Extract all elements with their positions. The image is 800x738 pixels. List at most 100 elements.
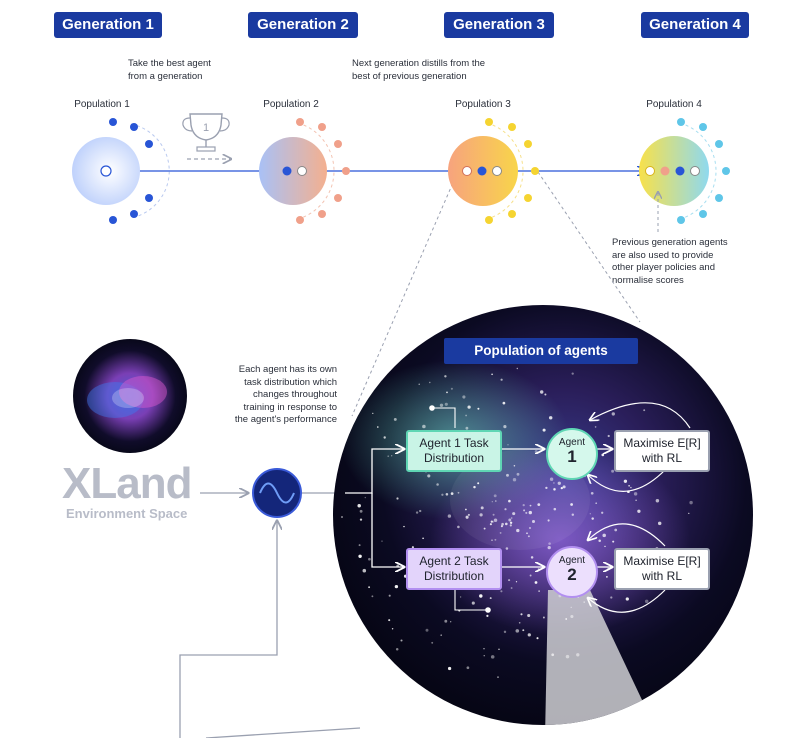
particle-speck: [483, 527, 486, 530]
particle-speck: [562, 485, 566, 489]
particle-speck: [589, 513, 591, 515]
particle-speck: [394, 584, 399, 589]
particle-speck: [364, 496, 366, 499]
particle-speck: [436, 483, 439, 486]
particle-speck: [548, 416, 553, 420]
particle-speck: [544, 393, 547, 396]
agent-1-node: Agent 1: [546, 428, 598, 480]
particle-speck: [536, 637, 539, 640]
particle-speck: [450, 621, 452, 623]
particle-speck: [505, 547, 509, 550]
rl1-loop-bottom: [588, 469, 666, 492]
particle-speck: [508, 499, 511, 503]
particle-speck: [491, 373, 493, 376]
particle-speck: [518, 622, 521, 624]
particle-speck: [637, 509, 641, 513]
particle-speck: [489, 523, 492, 526]
particle-speck: [480, 506, 484, 510]
particle-speck: [503, 630, 507, 634]
particle-speck: [542, 428, 546, 432]
task1-feedback: [432, 407, 456, 428]
particle-speck: [528, 510, 532, 515]
particle-speck: [607, 434, 610, 438]
particle-speck: [538, 590, 540, 592]
particle-speck: [594, 426, 597, 428]
particle-speck: [527, 613, 531, 618]
particle-speck: [479, 594, 483, 598]
particle-speck: [479, 513, 483, 517]
particle-speck: [529, 574, 532, 577]
particle-speck: [689, 500, 693, 505]
particle-speck: [522, 629, 525, 632]
agent-2-task-distribution-box: Agent 2 Task Distribution: [406, 548, 502, 590]
particle-speck: [503, 425, 507, 429]
particle-speck: [418, 383, 420, 385]
particle-speck: [520, 613, 523, 616]
particle-speck: [525, 511, 528, 514]
particle-speck: [457, 525, 460, 529]
particle-speck: [614, 528, 618, 532]
particle-speck: [530, 556, 534, 559]
particle-speck: [604, 545, 606, 548]
particle-speck: [688, 512, 690, 515]
particle-speck: [465, 426, 469, 430]
population-2-cluster: [259, 118, 350, 224]
particle-speck: [391, 628, 394, 630]
particle-speck: [444, 402, 448, 406]
particle-speck: [429, 381, 431, 384]
particle-speck: [473, 485, 476, 489]
particle-speck: [644, 599, 649, 604]
distill-note: Next generation distills from the best o…: [352, 58, 486, 82]
particle-speck: [372, 412, 374, 415]
particle-speck: [498, 648, 500, 650]
particle-speck: [583, 601, 585, 603]
particle-speck: [422, 537, 424, 540]
particle-speck: [444, 619, 448, 623]
task2-feedback: [454, 588, 488, 611]
particle-speck: [447, 514, 452, 518]
particle-speck: [492, 521, 494, 523]
particle-speck: [516, 367, 519, 370]
particle-speck: [500, 525, 503, 528]
particle-speck: [576, 653, 580, 657]
population-1-cluster: [72, 118, 170, 224]
particle-speck: [527, 633, 531, 637]
particle-speck: [625, 597, 629, 601]
particle-speck: [491, 539, 493, 542]
trophy-icon: 1: [182, 113, 230, 152]
particle-speck: [446, 391, 448, 394]
particle-speck: [612, 540, 615, 543]
population-4-label: Population 4: [646, 99, 702, 110]
particle-speck: [440, 634, 442, 636]
population-3-label: Population 3: [455, 99, 511, 110]
particle-speck: [539, 390, 544, 394]
xland-subtitle: Environment Space: [66, 506, 188, 521]
particle-speck: [466, 666, 470, 670]
particle-speck: [450, 492, 454, 495]
particle-speck: [471, 601, 475, 605]
particle-speck: [571, 513, 575, 516]
task-sampler-wave-icon: [252, 468, 302, 518]
particle-speck: [551, 653, 555, 657]
particle-speck: [601, 453, 605, 457]
particle-speck: [516, 472, 520, 476]
particle-speck: [657, 521, 662, 526]
particle-speck: [547, 545, 551, 550]
particle-speck: [387, 455, 389, 457]
branch-line-2: [371, 493, 404, 567]
particle-speck: [610, 596, 613, 599]
rl2-loop-top: [588, 523, 666, 547]
particle-speck: [493, 494, 497, 498]
particle-speck: [598, 539, 601, 542]
generation-4-badge: Generation 4: [641, 12, 749, 38]
particle-speck: [557, 481, 561, 485]
population-2-label: Population 2: [263, 99, 319, 110]
particle-speck: [534, 450, 538, 453]
particle-speck: [419, 509, 422, 513]
feedback-loop-line: [179, 521, 277, 738]
particle-speck: [358, 544, 361, 547]
particle-speck: [441, 493, 444, 496]
maximise-reward-box-2: Maximise E[R] with RL: [614, 548, 710, 590]
particle-speck: [477, 407, 480, 410]
